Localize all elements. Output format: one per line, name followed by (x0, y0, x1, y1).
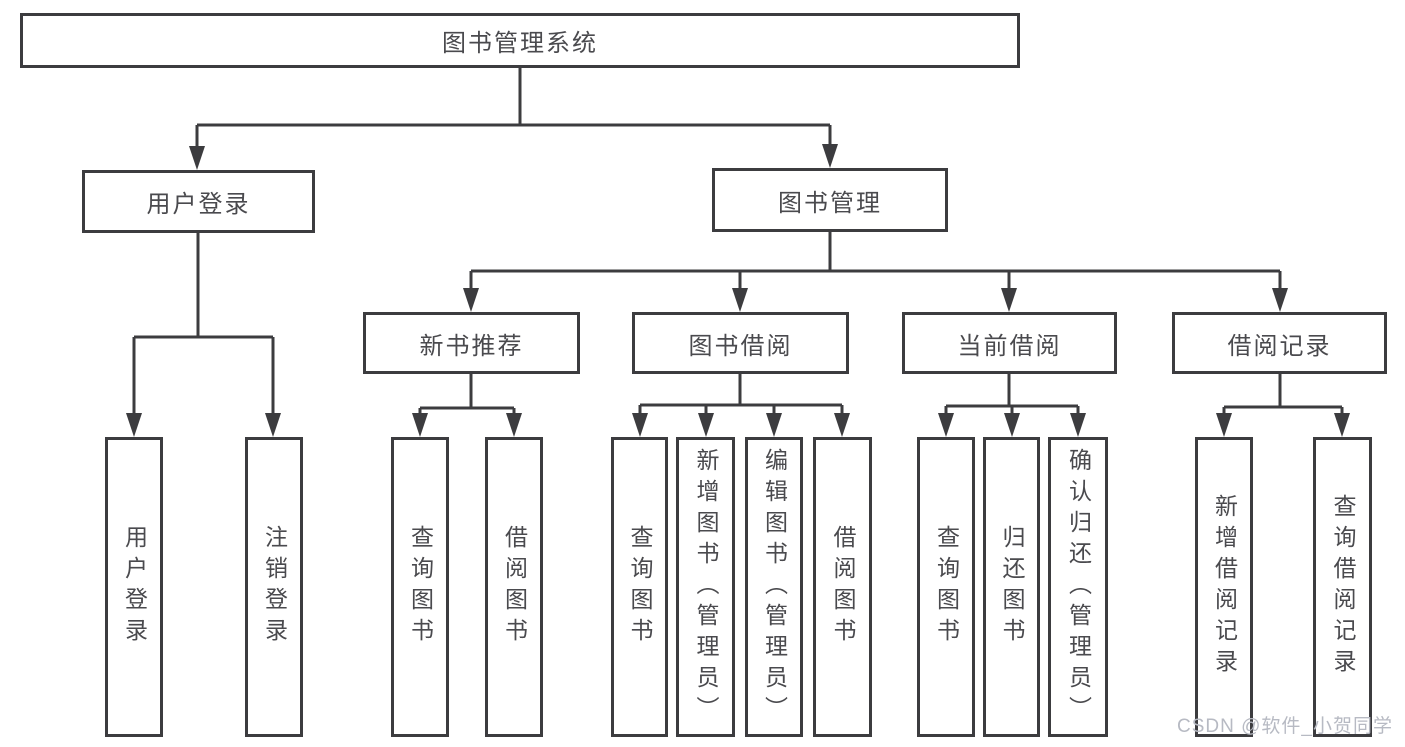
arrowhead-icon (189, 146, 205, 170)
node-leaf-logout: 注销登录 (245, 437, 303, 737)
arrowhead-icon (632, 413, 648, 437)
arrowhead-icon (126, 413, 142, 437)
arrowhead-icon (732, 288, 748, 312)
node-leaf-bb-edit-book: 编辑图书（管理员） (745, 437, 803, 737)
arrowhead-icon (834, 413, 850, 437)
arrowhead-icon (1001, 288, 1017, 312)
node-new-book-recommend: 新书推荐 (363, 312, 580, 374)
arrowhead-icon (412, 413, 428, 437)
node-leaf-cb-confirm: 确认归还（管理员） (1048, 437, 1108, 737)
node-leaf-br-query-record: 查询借阅记录 (1313, 437, 1372, 737)
arrowhead-icon (1004, 413, 1020, 437)
node-leaf-bb-add-book: 新增图书（管理员） (676, 437, 735, 737)
arrowhead-icon (1272, 288, 1288, 312)
node-leaf-nbr-borrow-book: 借阅图书 (485, 437, 543, 737)
arrowhead-icon (506, 413, 522, 437)
node-borrowing-records: 借阅记录 (1172, 312, 1387, 374)
edge-new-book-recommend (412, 374, 522, 437)
edge-user-login-group (126, 233, 281, 437)
node-leaf-cb-query-book: 查询图书 (917, 437, 975, 737)
arrowhead-icon (938, 413, 954, 437)
arrowhead-icon (1070, 413, 1086, 437)
node-book-borrowing: 图书借阅 (632, 312, 849, 374)
node-current-borrowing: 当前借阅 (902, 312, 1117, 374)
arrowhead-icon (463, 288, 479, 312)
node-leaf-bb-query-book: 查询图书 (611, 437, 668, 737)
arrowhead-icon (822, 144, 838, 168)
edge-root (189, 68, 838, 170)
arrowhead-icon (698, 413, 714, 437)
node-user-login-group: 用户登录 (82, 170, 315, 233)
node-leaf-bb-borrow-book: 借阅图书 (813, 437, 872, 737)
node-leaf-nbr-query-book: 查询图书 (391, 437, 449, 737)
node-book-management: 图书管理 (712, 168, 948, 232)
node-leaf-cb-return-book: 归还图书 (983, 437, 1040, 737)
edge-borrowing-records (1216, 374, 1350, 437)
edge-current-borrowing (938, 374, 1086, 437)
node-root: 图书管理系统 (20, 13, 1020, 68)
arrowhead-icon (1216, 413, 1232, 437)
arrowhead-icon (766, 413, 782, 437)
edge-book-management (463, 232, 1288, 312)
arrowhead-icon (1334, 413, 1350, 437)
node-leaf-user-login: 用户登录 (105, 437, 163, 737)
arrowhead-icon (265, 413, 281, 437)
node-leaf-br-add-record: 新增借阅记录 (1195, 437, 1253, 737)
edge-book-borrowing (632, 374, 850, 437)
